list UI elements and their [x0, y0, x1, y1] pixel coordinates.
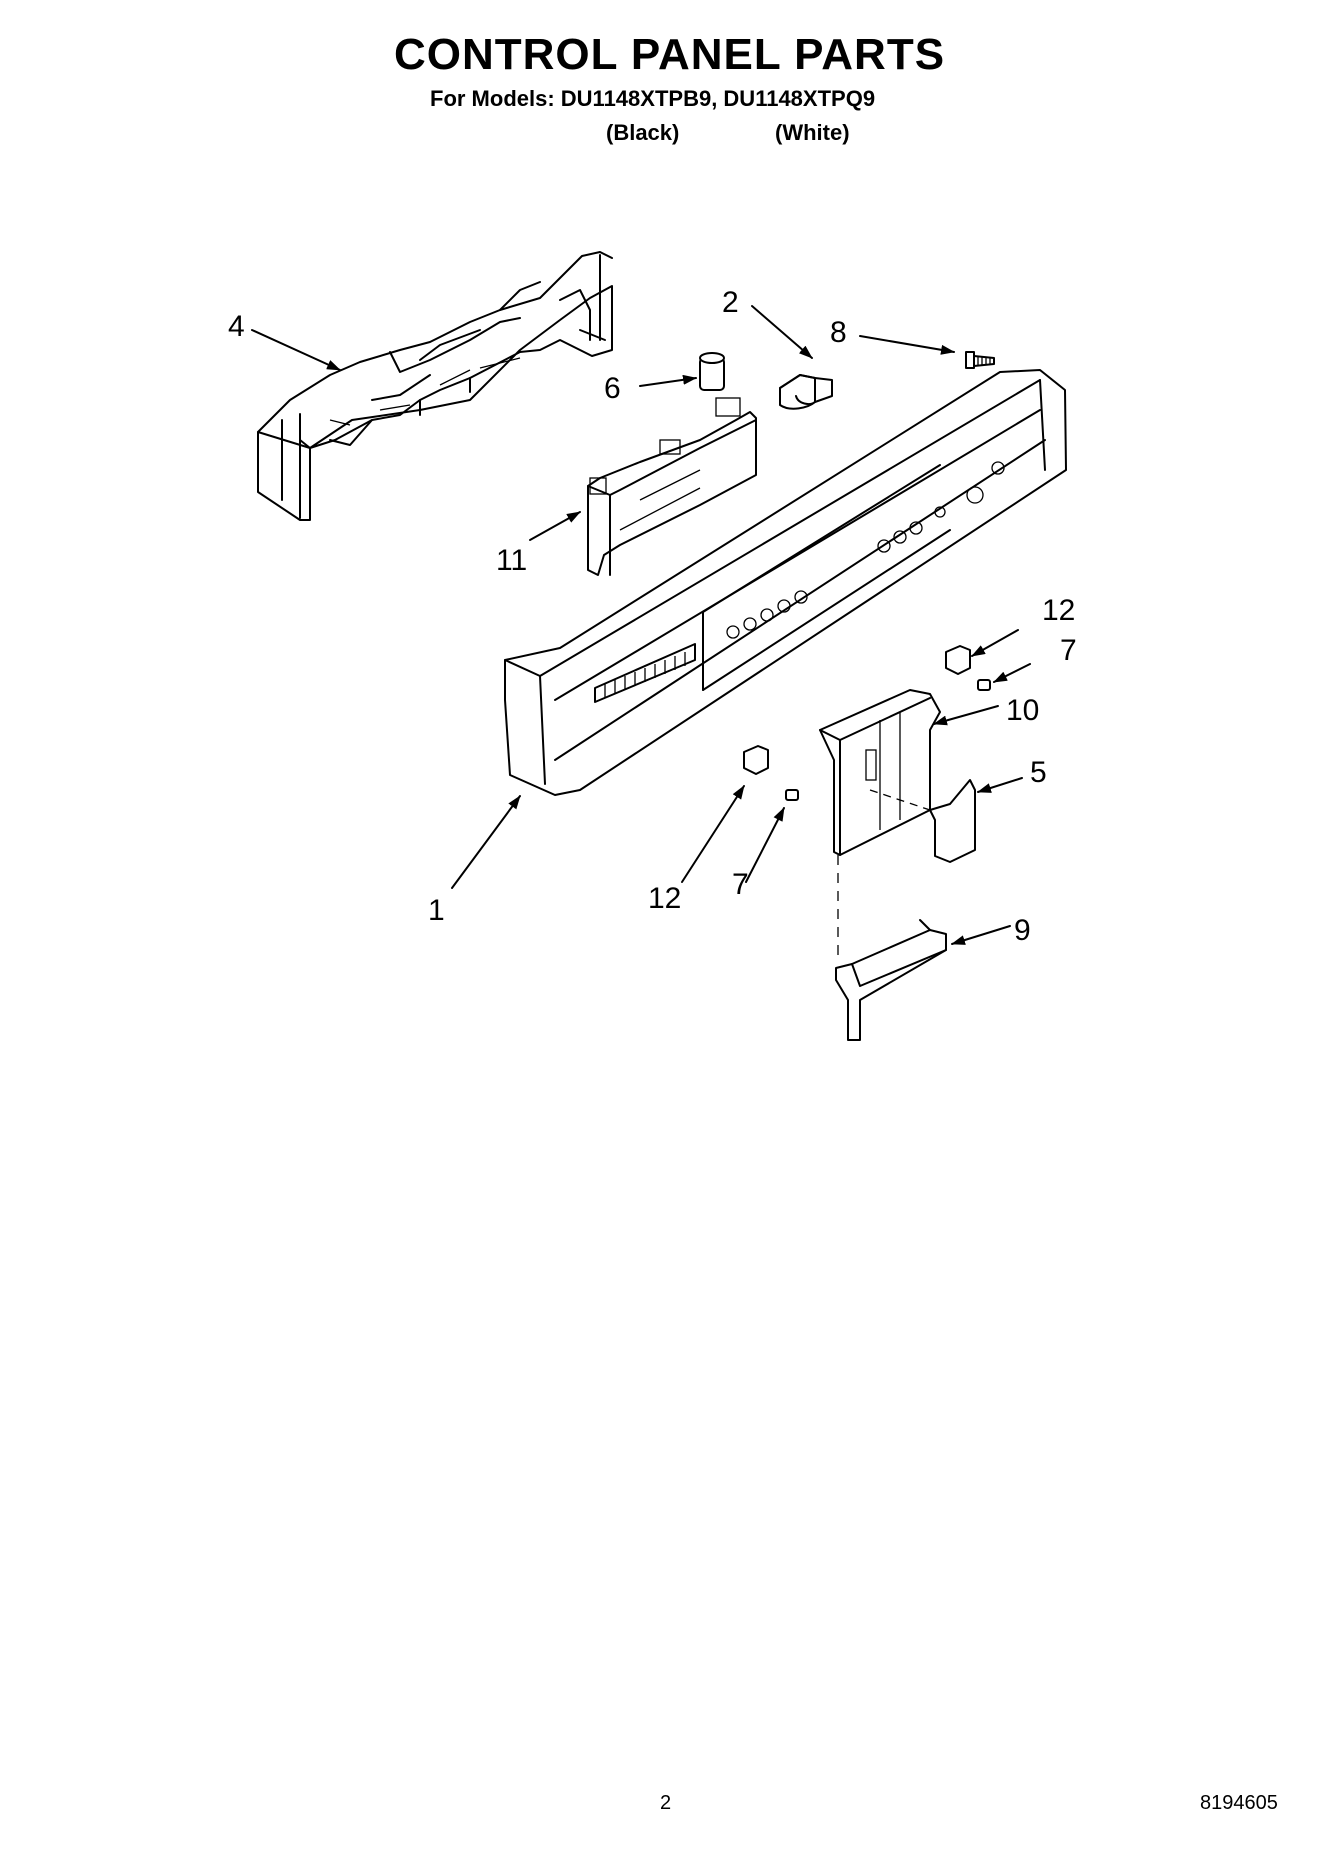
part-10-bracket	[819, 689, 941, 856]
page-title: CONTROL PANEL PARTS	[393, 30, 946, 79]
variant-black-label: (Black)	[606, 120, 680, 145]
callout-8: 8	[830, 316, 847, 349]
part-7-screw-upper	[977, 679, 991, 691]
part-9-lower-bracket	[835, 919, 947, 1041]
part-4-bracket	[257, 251, 613, 521]
part-8-screw	[965, 351, 995, 369]
callout-1: 1	[428, 894, 445, 927]
part-5-side-bracket	[929, 779, 976, 863]
variant-white-label: (White)	[775, 120, 850, 145]
part-12-latch-upper	[945, 645, 971, 675]
callout-12-lower: 12	[648, 882, 681, 915]
callout-11: 11	[496, 544, 527, 577]
part-7-screw-lower	[785, 789, 799, 801]
callout-10: 10	[1006, 694, 1039, 727]
part-6-knob	[699, 352, 725, 391]
part-2-clip	[779, 374, 833, 410]
callout-5: 5	[1030, 756, 1047, 789]
callout-12-upper: 12	[1042, 594, 1075, 627]
callout-2: 2	[722, 286, 739, 319]
assembly-line-5	[869, 789, 931, 811]
models-line: For Models: DU1148XTPB9, DU1148XTPQ9	[430, 86, 876, 111]
page-number: 2	[660, 1792, 672, 1814]
callout-4: 4	[228, 310, 245, 343]
callout-7-lower: 7	[732, 868, 749, 901]
part-12-latch-lower	[743, 745, 769, 775]
callout-9: 9	[1014, 914, 1031, 947]
callout-6: 6	[604, 372, 621, 405]
document-number: 8194605	[1200, 1792, 1278, 1814]
callout-7-upper: 7	[1060, 634, 1077, 667]
part-1-control-panel	[504, 369, 1067, 796]
part-11-control-board	[587, 397, 757, 576]
leader-lines	[251, 305, 1031, 945]
